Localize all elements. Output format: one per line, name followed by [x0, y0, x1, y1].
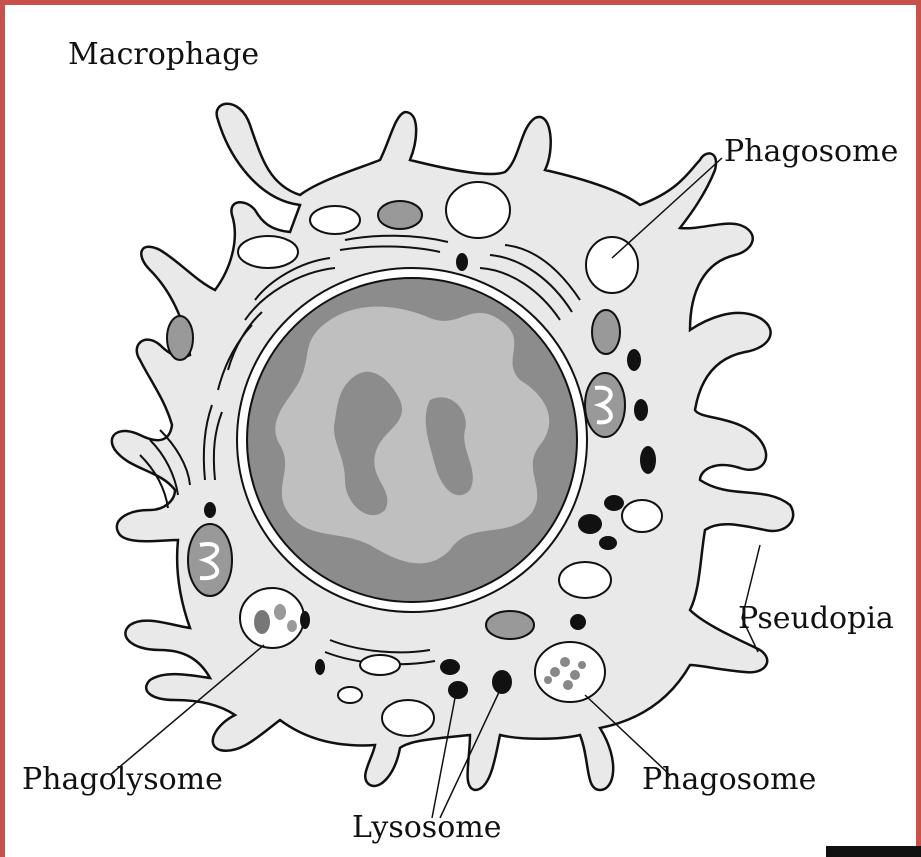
- label-pseudopia: Pseudopia: [738, 604, 894, 634]
- label-phagosome-bottom: Phagosome: [642, 765, 816, 795]
- label-phagosome-top: Phagosome: [724, 137, 898, 167]
- label-lysosome: Lysosome: [352, 813, 501, 843]
- phagosome-bottom: [535, 642, 605, 702]
- corner-logo-mark: [826, 846, 921, 857]
- chromatin: [275, 307, 549, 564]
- label-phagolysome: Phagolysome: [22, 765, 223, 795]
- page-title: Macrophage: [68, 40, 259, 70]
